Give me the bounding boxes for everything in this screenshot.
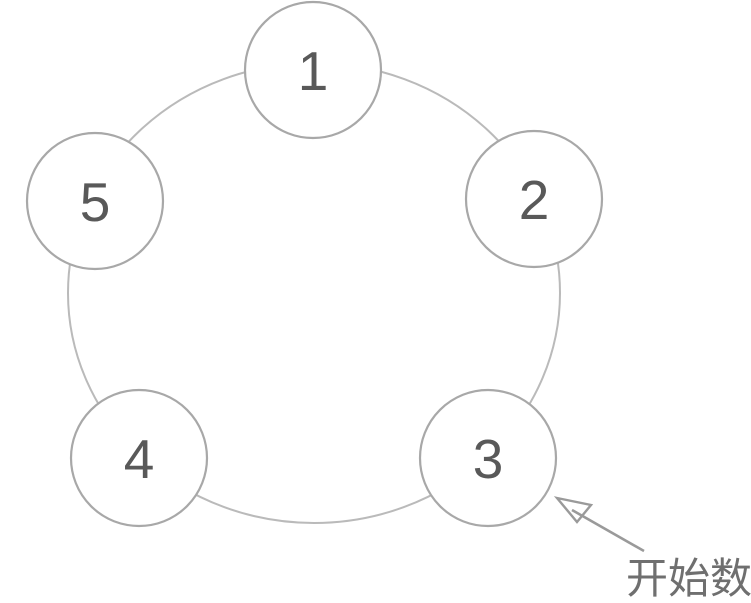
node-number: 4 [124, 428, 155, 490]
start-pointer-arrow [553, 496, 645, 553]
node-number: 3 [473, 428, 504, 490]
node-number: 2 [519, 169, 550, 231]
node-circle [69, 388, 209, 528]
node-circle [464, 129, 604, 269]
node-number: 1 [298, 40, 329, 102]
arrow-shaft [571, 508, 645, 553]
start-count-label: 开始数 [626, 555, 751, 602]
node-5: 5 [25, 131, 165, 271]
node-3: 3 [418, 388, 558, 528]
node-circle [418, 388, 558, 528]
node-1: 1 [243, 0, 383, 140]
arrowhead-icon [553, 496, 594, 524]
node-circle [25, 131, 165, 271]
node-4: 4 [69, 388, 209, 528]
node-number: 5 [80, 171, 111, 233]
node-circle [243, 0, 383, 140]
node-2: 2 [464, 129, 604, 269]
